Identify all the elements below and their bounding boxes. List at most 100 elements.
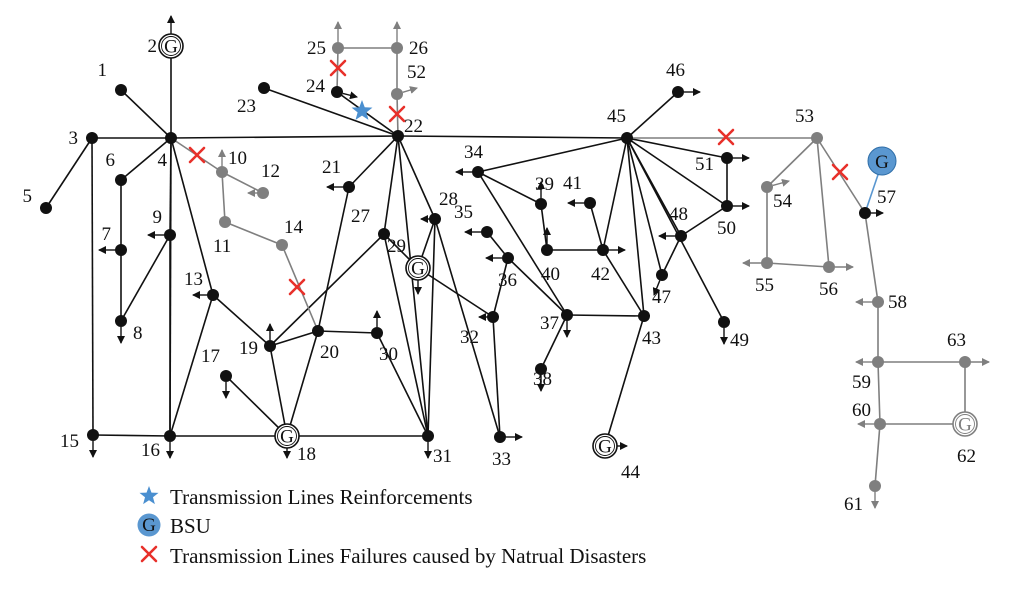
line-14-20: [281, 244, 319, 332]
failure-mark-24-25: [329, 59, 347, 77]
bus-46: 46: [666, 60, 685, 98]
bus-2: G2: [148, 33, 184, 59]
bus-15: 15: [60, 429, 99, 452]
line-22-23: [263, 87, 399, 137]
bus-18: G18: [274, 423, 316, 465]
bus-43-label: 43: [642, 328, 661, 349]
bus-61-dot: [869, 480, 881, 492]
generator-44-symbol: G: [598, 437, 612, 458]
bus-34-label: 34: [464, 142, 484, 163]
legend-label-reinforcement: Transmission Lines Reinforcements: [170, 485, 473, 509]
bus-36-dot: [502, 252, 514, 264]
bus-36: 36: [498, 252, 517, 291]
line-20-21: [317, 186, 350, 332]
bus-19-label: 19: [239, 338, 258, 359]
generator-44-circle: [592, 433, 618, 459]
bus-25-dot: [332, 42, 344, 54]
bus-4: 4: [158, 132, 177, 171]
bus-14-label: 14: [284, 217, 304, 238]
bus-28-label: 28: [439, 189, 458, 210]
bus-59-dot: [872, 356, 884, 368]
bus-26-label: 26: [409, 38, 428, 59]
legend: Transmission Lines Reinforcements BSU Tr…: [137, 485, 646, 568]
bus-13: 13: [184, 269, 219, 301]
bus-12: 12: [257, 161, 280, 199]
line-28-31: [427, 218, 436, 437]
bus-11: 11: [213, 216, 231, 257]
bus-63-dot: [959, 356, 971, 368]
bus-33-dot: [494, 431, 506, 443]
generator-18-ring: [277, 426, 297, 446]
bus-20-label: 20: [320, 342, 339, 363]
line-27-31: [383, 233, 429, 437]
bus-40: 40: [541, 244, 560, 285]
bus-8-dot: [115, 315, 127, 327]
bus-32: 32: [460, 311, 499, 348]
line-39-40: [540, 203, 548, 251]
bus-10-dot: [216, 166, 228, 178]
line-4-22: [170, 135, 399, 139]
bus-50-label: 50: [717, 218, 736, 239]
bus-46-label: 46: [666, 60, 685, 81]
legend-reinforcement-icon: [139, 486, 159, 505]
bus-27-dot: [378, 228, 390, 240]
bus-46-dot: [672, 86, 684, 98]
bus-42-dot: [597, 244, 609, 256]
line-20-18: [286, 330, 319, 437]
bus-48: 48: [669, 204, 688, 242]
load-arrow-24: [342, 91, 358, 100]
line-13-16: [169, 294, 214, 437]
line-15-16: [92, 434, 171, 437]
line-28-33: [434, 218, 501, 438]
bus-51: 51: [695, 152, 733, 175]
bus-62: G62: [952, 411, 978, 467]
line-22-24: [336, 91, 399, 137]
bus-2-label: 2: [148, 36, 158, 57]
line-22-27: [383, 135, 399, 235]
line-37-43: [566, 314, 645, 317]
bus-47-label: 47: [652, 287, 671, 308]
bus-19-dot: [264, 340, 276, 352]
bus-13-dot: [207, 289, 219, 301]
bus-22: 22: [392, 116, 423, 142]
failure-mark-4-10: [188, 146, 206, 164]
bus-33-label: 33: [492, 449, 511, 470]
line-57-58: [864, 212, 879, 303]
legend-failure-icon: [140, 545, 158, 563]
bus-52-label: 52: [407, 62, 426, 83]
bus-61-label: 61: [844, 494, 863, 515]
bus-23: 23: [237, 82, 270, 117]
bus-40-dot: [541, 244, 553, 256]
bus-36-label: 36: [498, 270, 517, 291]
bus-33: 33: [492, 431, 511, 470]
bus-35: 35: [454, 202, 493, 238]
bus-54-label: 54: [773, 191, 793, 212]
bus-21-label: 21: [322, 157, 341, 178]
svg-text:G: G: [142, 515, 156, 536]
bus-17: 17: [201, 346, 232, 382]
generator-2-ring: [161, 36, 181, 56]
bus-26-dot: [391, 42, 403, 54]
line-48-50: [680, 205, 728, 237]
bus-13-label: 13: [184, 269, 203, 290]
bus-50-dot: [721, 200, 733, 212]
bus-15-label: 15: [60, 431, 79, 452]
bus-39: 39: [535, 174, 554, 210]
bus-48-dot: [675, 230, 687, 242]
bus-32-dot: [487, 311, 499, 323]
bus-31-dot: [422, 430, 434, 442]
bus-16: 16: [141, 430, 176, 461]
bus-24-dot: [331, 86, 343, 98]
bus-4-label: 4: [158, 150, 168, 171]
generator-18-symbol: G: [280, 427, 294, 448]
bus-47: 47: [652, 269, 671, 308]
line-20-30: [317, 330, 378, 334]
bus-52: 52: [391, 62, 426, 100]
generator-29-ring: [408, 258, 428, 278]
bus-27: 27: [351, 206, 390, 240]
bsu-circle: [867, 146, 897, 176]
generator-44-ring: [595, 436, 615, 456]
failure-mark-45-53: [717, 128, 735, 146]
